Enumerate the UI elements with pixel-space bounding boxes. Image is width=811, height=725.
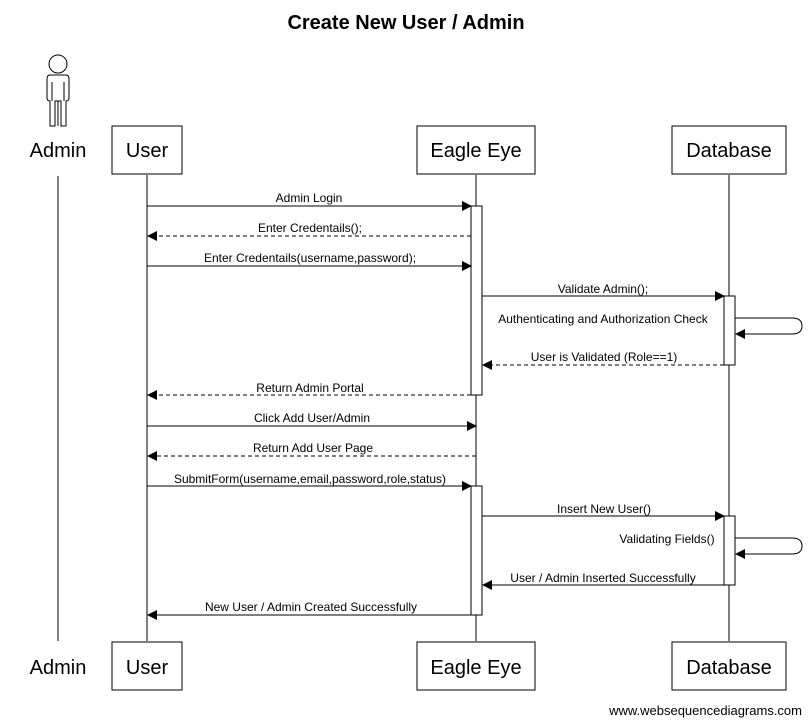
message-label: Validate Admin(); [558, 282, 649, 296]
participant-user-box-bottom [111, 641, 183, 691]
message-5-self: Authenticating and Authorization Check [498, 312, 803, 339]
participant-user-top: User [126, 140, 169, 162]
participant-eagle-eye-box-top [416, 125, 536, 175]
activation-eagle-eye-2 [470, 485, 483, 616]
message-label: Validating Fields() [619, 532, 714, 546]
participant-database-bottom: Database [686, 657, 772, 679]
message-13: User / Admin Inserted Successfully [482, 571, 724, 590]
activation-database-1 [723, 295, 736, 366]
participant-database-box-bottom [671, 641, 787, 691]
message-label: Authenticating and Authorization Check [498, 312, 708, 326]
message-label: Enter Credentails(username,password); [204, 251, 416, 265]
participant-database-top: Database [686, 140, 772, 162]
message-label: Return Add User Page [253, 441, 373, 455]
message-8: Click Add User/Admin [147, 411, 477, 431]
activation-database-2 [723, 515, 736, 586]
message-label: Return Admin Portal [256, 381, 363, 395]
participant-user-bottom: User [126, 657, 169, 679]
message-10: SubmitForm(username,email,password,role,… [147, 472, 472, 491]
message-label: Admin Login [276, 191, 343, 205]
activation-eagle-eye-1 [470, 205, 483, 396]
participant-database-box-top [671, 125, 787, 175]
message-label: New User / Admin Created Successfully [205, 600, 417, 614]
message-9: Return Add User Page [147, 441, 476, 461]
admin-actor-icon [46, 54, 70, 127]
participant-eagle-eye-bottom: Eagle Eye [430, 657, 521, 679]
message-7: Return Admin Portal [147, 381, 471, 400]
message-1: Admin Login [147, 191, 472, 211]
message-2: Enter Credentails(); [147, 221, 471, 241]
footer-credit-link[interactable]: www.websequencediagrams.com [608, 703, 802, 718]
message-label: Enter Credentails(); [258, 221, 362, 235]
diagram-title: Create New User / Admin [287, 12, 524, 34]
message-6: User is Validated (Role==1) [482, 350, 724, 370]
participant-user-box-top [111, 125, 183, 175]
message-4: Validate Admin(); [482, 282, 725, 301]
message-label: User / Admin Inserted Successfully [510, 571, 695, 585]
message-label: Click Add User/Admin [254, 411, 370, 425]
message-12-self: Validating Fields() [619, 532, 803, 559]
participant-admin-top: Admin [30, 140, 87, 162]
message-14: New User / Admin Created Successfully [147, 600, 471, 620]
message-11: Insert New User() [482, 502, 725, 521]
participant-admin-bottom: Admin [30, 657, 87, 679]
message-label: User is Validated (Role==1) [531, 350, 678, 364]
message-label: SubmitForm(username,email,password,role,… [174, 472, 446, 486]
participant-eagle-eye-box-bottom [416, 641, 536, 691]
message-label: Insert New User() [557, 502, 651, 516]
participant-eagle-eye-top: Eagle Eye [430, 140, 521, 162]
message-3: Enter Credentails(username,password); [147, 251, 472, 271]
